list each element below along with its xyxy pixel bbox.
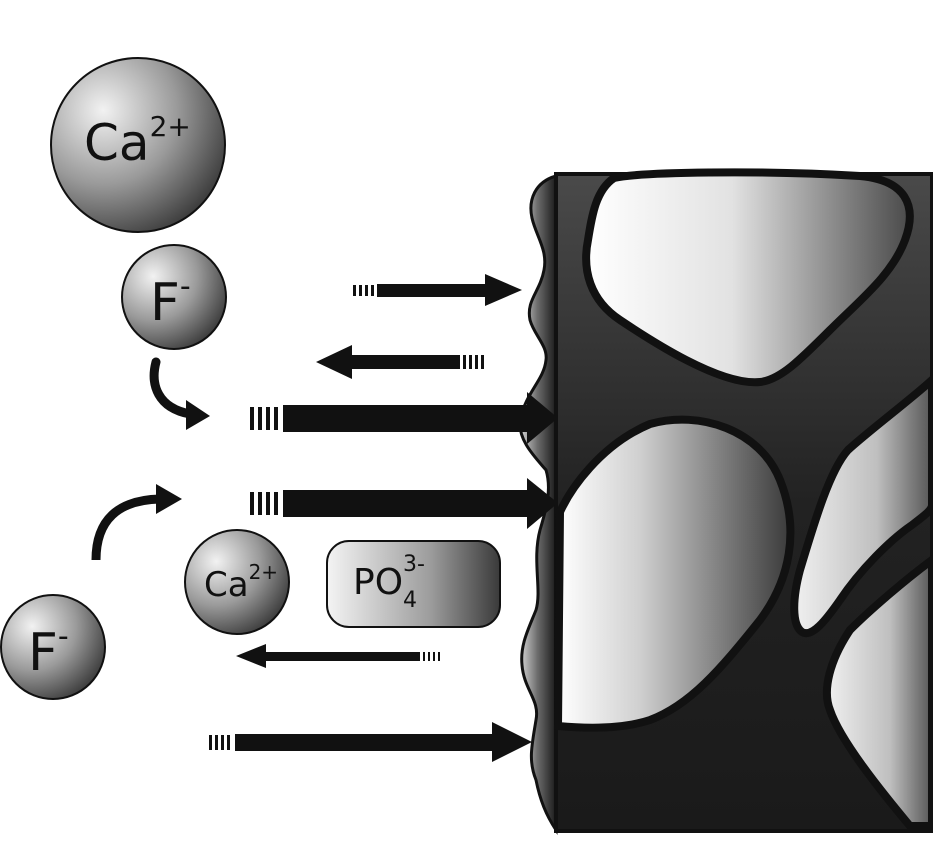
ion-po4: PO4 3- [326,540,501,628]
svg-text:F-: F- [150,269,191,333]
influx-arrow-thick [250,392,558,444]
svg-text:Ca2+: Ca2+ [204,560,278,605]
arrows [91,274,558,762]
svg-text:PO43-: PO4 3- [353,552,425,613]
ion-charge: 2+ [150,110,191,143]
ion-charge: - [180,269,191,304]
svg-text:Ca2+: Ca2+ [84,110,191,172]
ion-symbol: F [150,273,180,333]
curved-arrow [149,357,210,430]
enamel-block [518,168,933,835]
influx-arrow-thick [250,478,558,529]
ion-ca-top: Ca2+ [50,57,226,233]
efflux-arrow-thin [236,644,440,668]
hydroxyapatite-crystal [790,373,933,638]
ion-charge: 2+ [249,560,278,584]
ion-symbol: Ca [204,565,249,605]
ion-symbol: Ca [84,114,150,172]
ion-charge: - [58,619,69,654]
ion-symbol: F [28,623,58,683]
hydroxyapatite-crystal [823,554,933,830]
curved-arrow [91,484,182,561]
hydroxyapatite-crystal [553,415,795,732]
ion-subscript: 4 [403,588,417,613]
ion-ca-mid: Ca2+ [184,529,290,635]
influx-arrow [209,722,532,762]
efflux-arrow [316,345,484,379]
ion-symbol: PO [353,562,403,603]
ion-f-bottom: F- [0,594,106,700]
ion-f-top: F- [121,244,227,350]
ion-charge: 3- [403,552,425,577]
influx-arrow [353,274,522,306]
hydroxyapatite-crystal [582,168,914,387]
enamel-surface-edge [518,174,558,835]
svg-text:F-: F- [28,619,69,683]
